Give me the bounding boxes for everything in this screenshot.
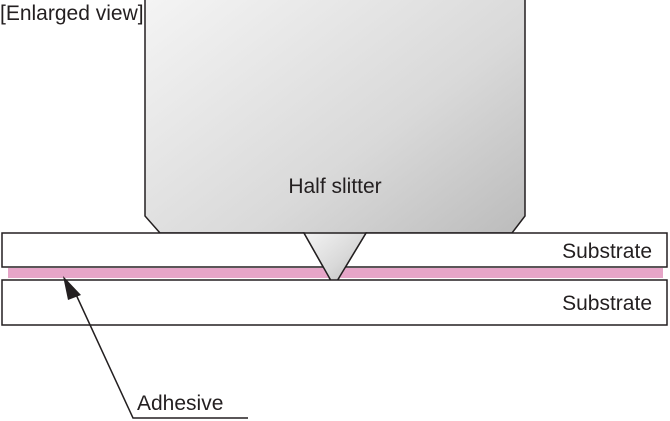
substrate-bottom — [1, 279, 668, 326]
substrate-top-label: Substrate — [562, 240, 652, 263]
half-slitter-tip — [302, 232, 368, 288]
blade-label: Half slitter — [288, 175, 381, 198]
diagram-heading: [Enlarged view] — [0, 2, 144, 25]
adhesive-label: Adhesive — [137, 392, 223, 415]
adhesive-leader-line — [72, 287, 248, 419]
adhesive-arrowhead — [63, 276, 81, 300]
substrate-bottom-label: Substrate — [562, 292, 652, 315]
